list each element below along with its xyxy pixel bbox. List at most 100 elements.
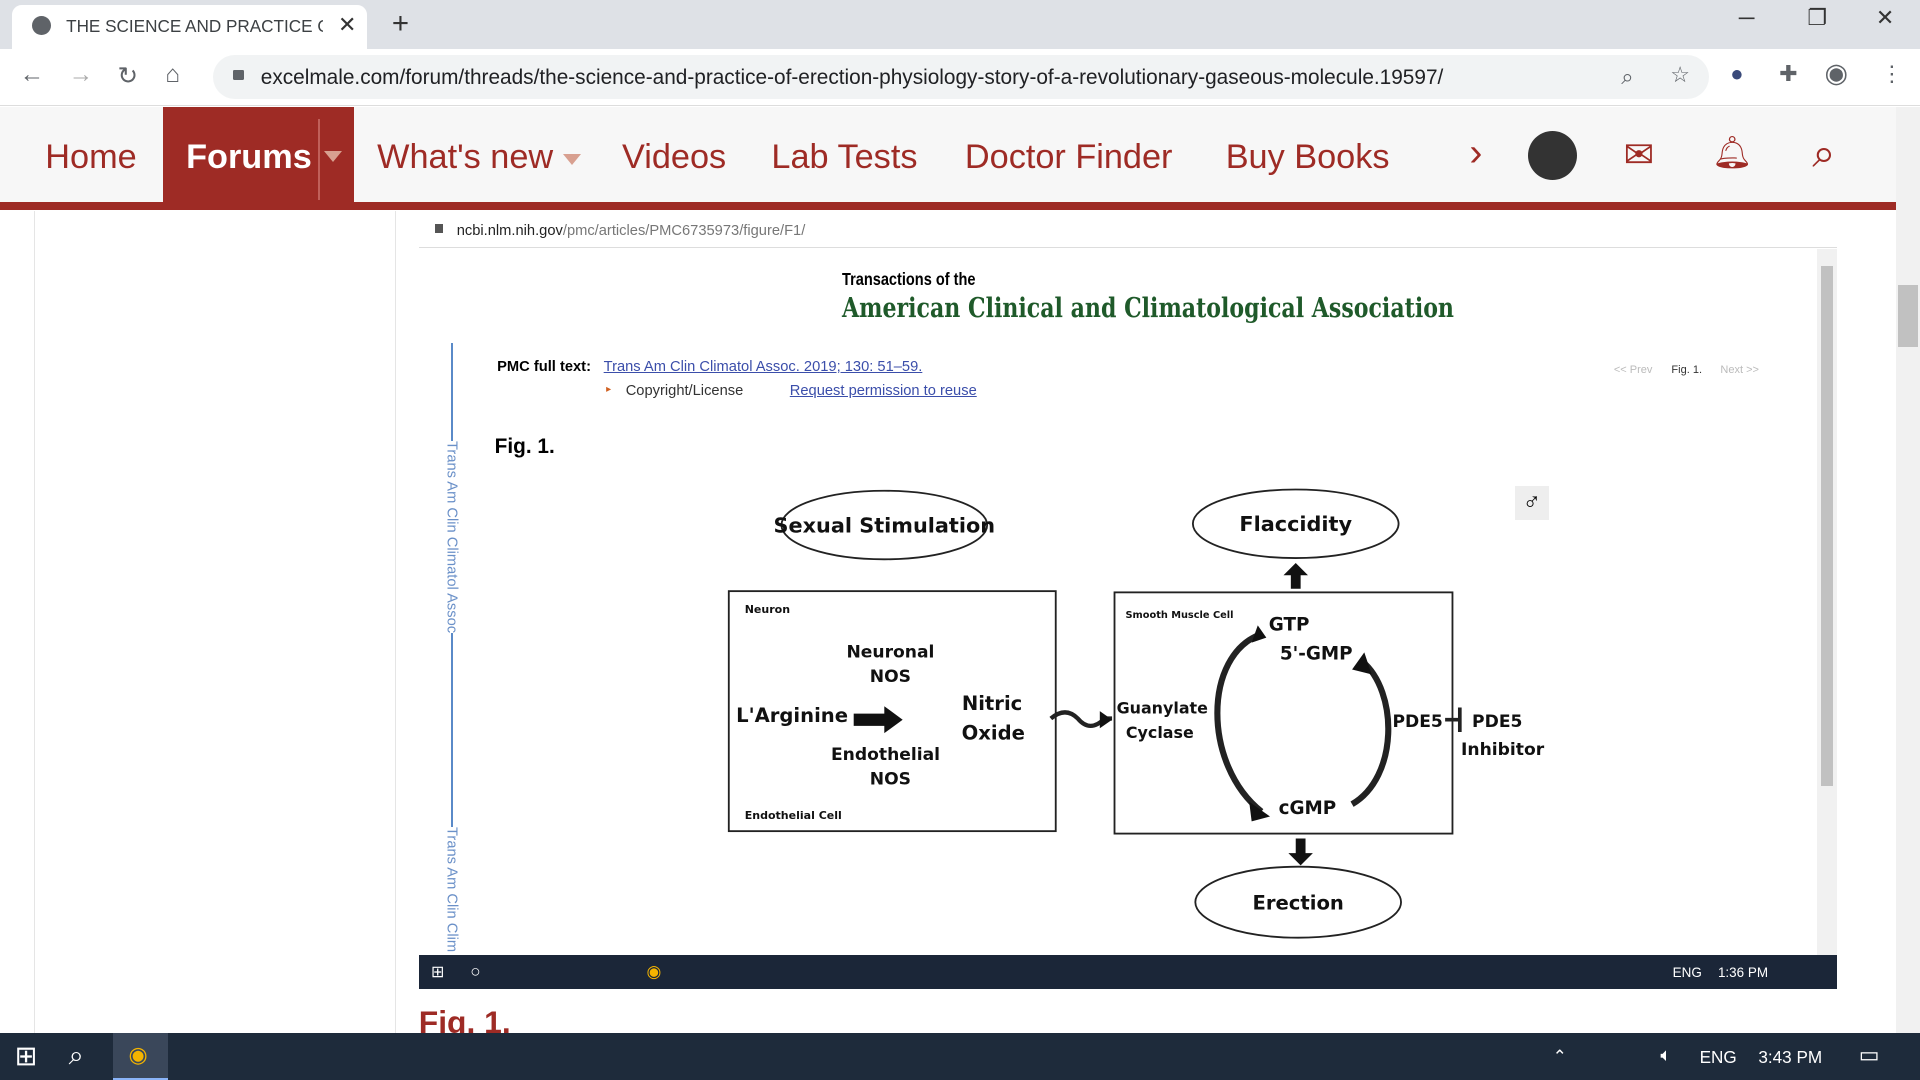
cortana-icon: ○ — [470, 961, 481, 982]
notifications-icon[interactable]: ▭ — [1858, 1042, 1880, 1068]
globe-icon — [31, 15, 52, 36]
scrollbar-thumb[interactable] — [1897, 285, 1918, 347]
sexual-stimulation-node — [780, 490, 988, 561]
back-button[interactable]: ← — [19, 61, 45, 89]
chrome-taskbar-button[interactable]: ◉ — [112, 1033, 168, 1080]
embedded-lang: ENG — [1672, 964, 1702, 980]
embedded-url-domain: ncbi.nlm.nih.gov — [456, 222, 563, 239]
label-gtp: GTP — [1269, 615, 1310, 636]
bookmark-star-icon[interactable]: ☆ — [1670, 62, 1690, 88]
windows-icon: ⊞ — [431, 964, 445, 982]
nav-videos[interactable]: Videos — [622, 138, 727, 177]
search-icon[interactable]: ⌕ — [1812, 128, 1836, 176]
label-endothelial: Endothelial — [831, 745, 940, 765]
smooth-muscle-box — [1113, 591, 1454, 835]
tab-title: THE SCIENCE AND PRACTICE OF ERECTION PHY… — [66, 15, 323, 36]
bullet-icon: ▸ — [606, 384, 612, 396]
nav-lab-tests[interactable]: Lab Tests — [771, 138, 918, 177]
profile-icon[interactable]: ◉ — [1824, 57, 1848, 88]
chevron-down-icon[interactable] — [562, 153, 581, 165]
nav-whats-new[interactable]: What's new — [377, 138, 581, 177]
divider — [318, 118, 320, 200]
zoom-icon[interactable]: ⌕ — [1621, 63, 1634, 89]
show-hidden-icons[interactable]: ⌃ — [1552, 1045, 1567, 1066]
nav-doctor-finder[interactable]: Doctor Finder — [964, 138, 1173, 177]
embedded-screenshot: ncbi.nlm.nih.gov/pmc/articles/PMC6735973… — [418, 214, 1837, 990]
address-toolbar: ← → ↻ ⌂ excelmale.com/forum/threads/the-… — [0, 48, 1920, 107]
volume-icon[interactable]: 🔈︎ — [1660, 1044, 1672, 1066]
embedded-taskbar: ⊞ ○ ◉ ENG 1:36 PM — [418, 955, 1837, 990]
extension-icon[interactable]: ● — [1730, 61, 1744, 87]
label-smooth-muscle-cell: Smooth Muscle Cell — [1125, 610, 1233, 621]
label-nitric: Nitric — [962, 692, 1022, 715]
label-oxide: Oxide — [961, 722, 1024, 745]
pmc-citation-link[interactable]: Trans Am Clin Climatol Assoc. 2019; 130:… — [603, 358, 923, 375]
label-cgmp: cGMP — [1278, 798, 1336, 819]
menu-icon[interactable]: ⋮ — [1880, 61, 1903, 87]
label-pde5-inhibitor: PDE5 — [1472, 712, 1522, 732]
journal-line1: Transactions of the — [842, 269, 976, 290]
copyright-link[interactable]: Copyright/License — [625, 383, 744, 400]
tab-bar: THE SCIENCE AND PRACTICE OF ERECTION PHY… — [0, 0, 1920, 49]
embedded-url-bar: ncbi.nlm.nih.gov/pmc/articles/PMC6735973… — [418, 214, 1837, 249]
side-journal-text: Trans Am Clin Climatol Assoc — [443, 440, 460, 633]
embedded-time: 1:36 PM — [1717, 964, 1769, 980]
label-inhibitor: Inhibitor — [1461, 741, 1545, 761]
address-bar[interactable]: excelmale.com/forum/threads/the-science-… — [213, 55, 1710, 100]
label-flaccidity: Flaccidity — [1239, 512, 1352, 536]
clock[interactable]: 3:43 PM — [1758, 1046, 1823, 1067]
label-neuron: Neuron — [744, 603, 789, 616]
language-indicator[interactable]: ENG — [1699, 1046, 1737, 1067]
neuron-box — [727, 590, 1057, 833]
site-navigation: Home Forums What's new Videos Lab Tests … — [0, 106, 1896, 211]
nav-forums-label[interactable]: Forums — [186, 138, 312, 177]
figure-title: Fig. 1. — [494, 434, 555, 458]
up-arrow — [1283, 563, 1308, 589]
label-sexual-stimulation: Sexual Stimulation — [773, 514, 995, 538]
home-button[interactable]: ⌂ — [165, 61, 181, 89]
browser-tab[interactable]: THE SCIENCE AND PRACTICE OF ERECTION PHY… — [12, 4, 368, 49]
avatar[interactable] — [1528, 131, 1578, 180]
pmc-label: PMC full text: — [497, 358, 591, 375]
label-guanylate: Guanylate — [1116, 699, 1208, 718]
label-5-gmp: 5'-GMP — [1280, 644, 1353, 665]
url-text: excelmale.com/forum/threads/the-science-… — [260, 66, 1444, 90]
embedded-url-path: /pmc/articles/PMC6735973/figure/F1/ — [562, 222, 806, 239]
page-scrollbar[interactable] — [1895, 106, 1920, 1034]
chrome-icon: ◉ — [646, 961, 662, 982]
start-button[interactable]: ⊞ — [14, 1040, 38, 1071]
flaccidity-node — [1191, 488, 1400, 560]
squiggle-arrow — [1049, 710, 1112, 729]
reload-button[interactable]: ↻ — [117, 63, 139, 91]
label-larginine: L'Arginine — [736, 704, 848, 727]
next-link[interactable]: Next >> — [1720, 363, 1759, 376]
close-tab-icon[interactable]: ✕ — [337, 12, 357, 38]
close-window-button[interactable]: ✕ — [1875, 4, 1895, 30]
prev-link[interactable]: << Prev — [1613, 363, 1653, 376]
fig-nav: Fig. 1. — [1671, 363, 1703, 376]
bell-icon[interactable]: 🔔︎ — [1711, 134, 1753, 171]
label-nos-1: NOS — [870, 667, 911, 687]
side-journal-text-2: Trans Am Clin Clim — [443, 826, 460, 952]
nav-home[interactable]: Home — [45, 138, 137, 177]
label-nos-2: NOS — [870, 770, 911, 790]
nav-scroll-right-icon[interactable]: › — [1469, 131, 1483, 174]
new-tab-button[interactable]: + — [391, 7, 409, 41]
conversion-arrow — [853, 706, 903, 734]
label-erection: Erection — [1252, 892, 1343, 915]
label-pde5: PDE5 — [1392, 712, 1442, 732]
restore-button[interactable]: ❐ — [1807, 4, 1828, 30]
nav-whats-new-label[interactable]: What's new — [377, 138, 554, 177]
windows-taskbar: ⊞ ⌕ ◉ ⌃ 🔈︎ ENG 3:43 PM ▭ — [0, 1033, 1920, 1080]
permission-link[interactable]: Request permission to reuse — [789, 383, 977, 400]
mail-icon[interactable]: ✉ — [1623, 134, 1655, 176]
forward-button[interactable]: → — [68, 61, 94, 89]
extensions-puzzle-icon[interactable]: ✚ — [1779, 61, 1798, 87]
nav-buy-books[interactable]: Buy Books — [1225, 138, 1390, 177]
label-cyclase: Cyclase — [1126, 723, 1194, 742]
minimize-button[interactable]: ─ — [1738, 4, 1755, 30]
search-icon[interactable]: ⌕ — [68, 1039, 84, 1070]
chevron-down-icon[interactable] — [324, 150, 343, 162]
erection-node — [1194, 866, 1402, 939]
nav-forums[interactable]: Forums — [162, 106, 354, 203]
